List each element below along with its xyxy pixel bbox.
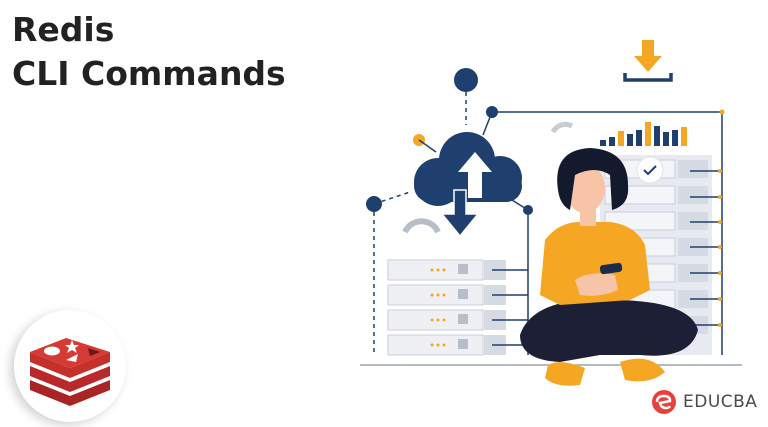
title-line-1: Redis bbox=[12, 10, 115, 49]
title-line-2: CLI Commands bbox=[12, 54, 286, 93]
redis-logo bbox=[14, 310, 126, 422]
cloud-sync-icon bbox=[414, 132, 522, 206]
node-top bbox=[454, 68, 478, 92]
server-rack-left bbox=[387, 259, 528, 356]
woman-figure bbox=[520, 148, 698, 386]
brand-name: EDUCBA bbox=[683, 392, 758, 412]
server-illustration bbox=[360, 40, 742, 386]
download-icon bbox=[623, 40, 673, 82]
bar-chart-icon bbox=[600, 122, 687, 146]
redis-logo-icon bbox=[30, 338, 110, 406]
educba-brand: EDUCBA bbox=[651, 389, 757, 415]
check-badge-icon bbox=[636, 156, 664, 184]
educba-logo-icon bbox=[652, 390, 676, 414]
page-title: Redis CLI Commands bbox=[12, 8, 286, 96]
